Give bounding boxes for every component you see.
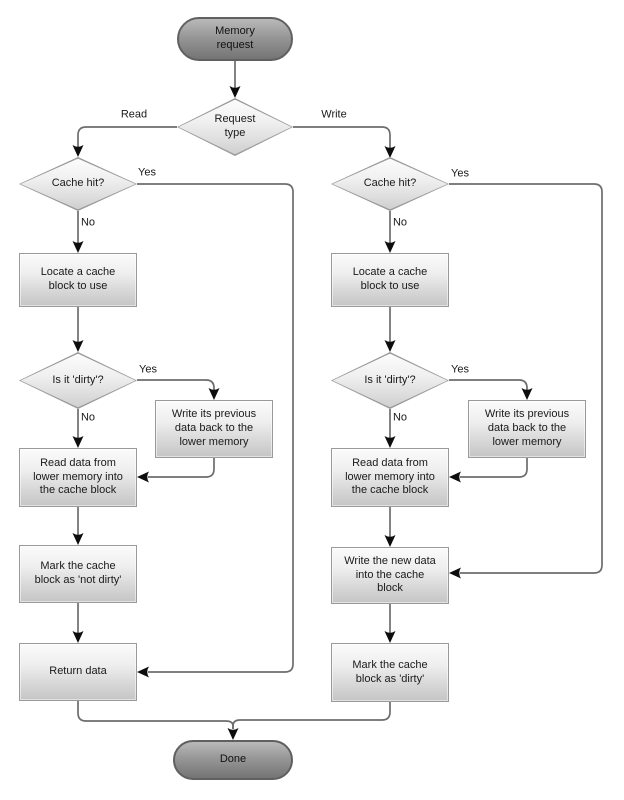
edge-label-no-cachehit-read: No — [80, 216, 96, 229]
edge-cachehit-write-yes-to-writenew — [449, 183, 603, 579]
node-label: Done — [219, 753, 247, 766]
edge-locate-read-to-dirty — [72, 307, 84, 352]
node-request-type: Request type — [177, 98, 293, 156]
edge-cachehit-write-no — [384, 211, 396, 253]
edge-writeback-read-to-readlower — [137, 458, 215, 483]
arrowhead-left-icon — [137, 666, 149, 678]
arrowhead-down-icon — [227, 728, 239, 740]
connector-line — [449, 379, 528, 390]
edge-label-yes-dirty-write: Yes — [451, 363, 469, 376]
edge-writenew-to-markdirty — [384, 604, 396, 643]
edge-return-to-done — [77, 701, 234, 729]
node-label: Write its previous data back to the lowe… — [484, 408, 570, 448]
edge-writeback-write-to-readlower — [449, 458, 528, 483]
edge-cachehit-read-yes-to-return — [137, 183, 294, 678]
edge-label-read: Read — [120, 108, 148, 121]
node-read-lower-read: Read data from lower memory into the cac… — [19, 448, 137, 507]
connector-line — [137, 379, 215, 390]
edge-dirty-read-no — [72, 409, 84, 448]
node-return-data: Return data — [19, 643, 137, 701]
connector-line — [137, 183, 294, 673]
node-label: Is it 'dirty'? — [364, 373, 416, 386]
arrowhead-down-icon — [72, 241, 84, 253]
node-mark-not-dirty: Mark the cache block as 'not dirty' — [19, 545, 137, 603]
node-label: Is it 'dirty'? — [52, 373, 104, 386]
connector-line — [449, 183, 603, 574]
edge-marknotdirty-to-return — [72, 603, 84, 643]
node-done: Done — [173, 740, 293, 780]
edge-markdirty-to-done — [227, 702, 391, 740]
node-read-lower-write: Read data from lower memory into the cac… — [331, 448, 449, 507]
connector-line — [148, 458, 215, 478]
connector-line — [77, 126, 177, 147]
connector-line — [77, 701, 234, 729]
edge-label-write: Write — [321, 108, 347, 121]
node-label: Write its previous data back to the lowe… — [171, 408, 257, 448]
node-label: Write the new data into the cache block — [344, 554, 436, 595]
node-cache-hit-write: Cache hit? — [331, 157, 449, 211]
node-label: Mark the cache block as 'dirty' — [352, 658, 428, 685]
node-label: Request type — [214, 113, 256, 139]
arrowhead-down-icon — [72, 533, 84, 545]
node-label: Memory request — [215, 25, 255, 51]
edge-write-branch — [293, 126, 396, 158]
arrowhead-left-icon — [449, 567, 461, 579]
arrowhead-left-icon — [449, 471, 461, 483]
arrowhead-down-icon — [384, 146, 396, 158]
arrowhead-down-icon — [72, 340, 84, 352]
arrowhead-left-icon — [137, 471, 149, 483]
node-label: Return data — [49, 665, 107, 678]
node-label: Mark the cache block as 'not dirty' — [34, 560, 122, 586]
arrowhead-down-icon — [229, 86, 241, 98]
node-memory-request: Memory request — [177, 17, 293, 61]
arrowhead-down-icon — [384, 241, 396, 253]
arrowhead-down-icon — [384, 340, 396, 352]
node-write-back-read: Write its previous data back to the lowe… — [155, 400, 273, 458]
node-is-dirty-read: Is it 'dirty'? — [19, 352, 137, 409]
connector-line — [232, 702, 391, 729]
edge-label-no-cachehit-write: No — [392, 216, 408, 229]
arrowhead-down-icon — [208, 388, 220, 400]
edge-memory-to-request-type — [229, 61, 241, 98]
node-label: Cache hit? — [363, 177, 417, 190]
edge-label-yes-dirty-read: Yes — [139, 363, 157, 376]
edge-dirty-write-no — [384, 409, 396, 448]
edge-label-yes-cachehit-read: Yes — [138, 166, 156, 179]
arrowhead-down-icon — [384, 535, 396, 547]
connector-line — [293, 126, 391, 148]
edge-label-yes-cachehit-write: Yes — [451, 167, 469, 180]
connector-line — [460, 458, 528, 478]
arrowhead-down-icon — [384, 436, 396, 448]
edge-dirty-write-yes — [449, 379, 533, 400]
node-label: Read data from lower memory into the cac… — [345, 456, 435, 497]
edge-label-no-dirty-write: No — [392, 411, 408, 424]
arrowhead-down-icon — [384, 631, 396, 643]
node-locate-block-read: Locate a cache block to use — [19, 253, 137, 307]
arrowhead-down-icon — [72, 631, 84, 643]
edge-read-branch — [72, 126, 177, 157]
node-write-back-write: Write its previous data back to the lowe… — [468, 400, 586, 458]
node-label: Locate a cache block to use — [40, 266, 116, 292]
edge-label-no-dirty-read: No — [80, 411, 96, 424]
arrowhead-down-icon — [521, 388, 533, 400]
node-mark-dirty: Mark the cache block as 'dirty' — [331, 643, 449, 702]
node-label: Read data from lower memory into the cac… — [33, 456, 123, 497]
edge-locate-write-to-dirty — [384, 307, 396, 352]
node-is-dirty-write: Is it 'dirty'? — [331, 352, 449, 409]
arrowhead-down-icon — [72, 436, 84, 448]
edge-dirty-read-yes — [137, 379, 220, 400]
node-cache-hit-read: Cache hit? — [19, 157, 137, 211]
node-locate-block-write: Locate a cache block to use — [331, 253, 449, 307]
node-write-new-data: Write the new data into the cache block — [331, 547, 449, 604]
edge-cachehit-read-no — [72, 211, 84, 253]
node-label: Locate a cache block to use — [352, 266, 428, 292]
node-label: Cache hit? — [51, 177, 105, 190]
edge-readlower-read-to-marknotdirty — [72, 507, 84, 545]
edge-readlower-write-to-writenew — [384, 507, 396, 547]
arrowhead-down-icon — [72, 145, 84, 157]
